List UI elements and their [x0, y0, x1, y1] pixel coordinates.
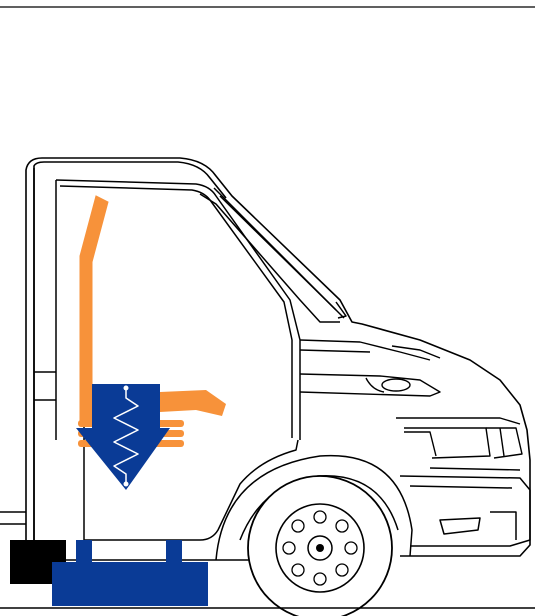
grille	[396, 418, 522, 470]
front-bumper	[400, 476, 530, 546]
front-wheel	[248, 476, 392, 616]
headlamp	[300, 340, 440, 396]
heater-outlet	[160, 390, 226, 416]
heater-unit	[52, 540, 208, 606]
windshield	[200, 188, 346, 322]
